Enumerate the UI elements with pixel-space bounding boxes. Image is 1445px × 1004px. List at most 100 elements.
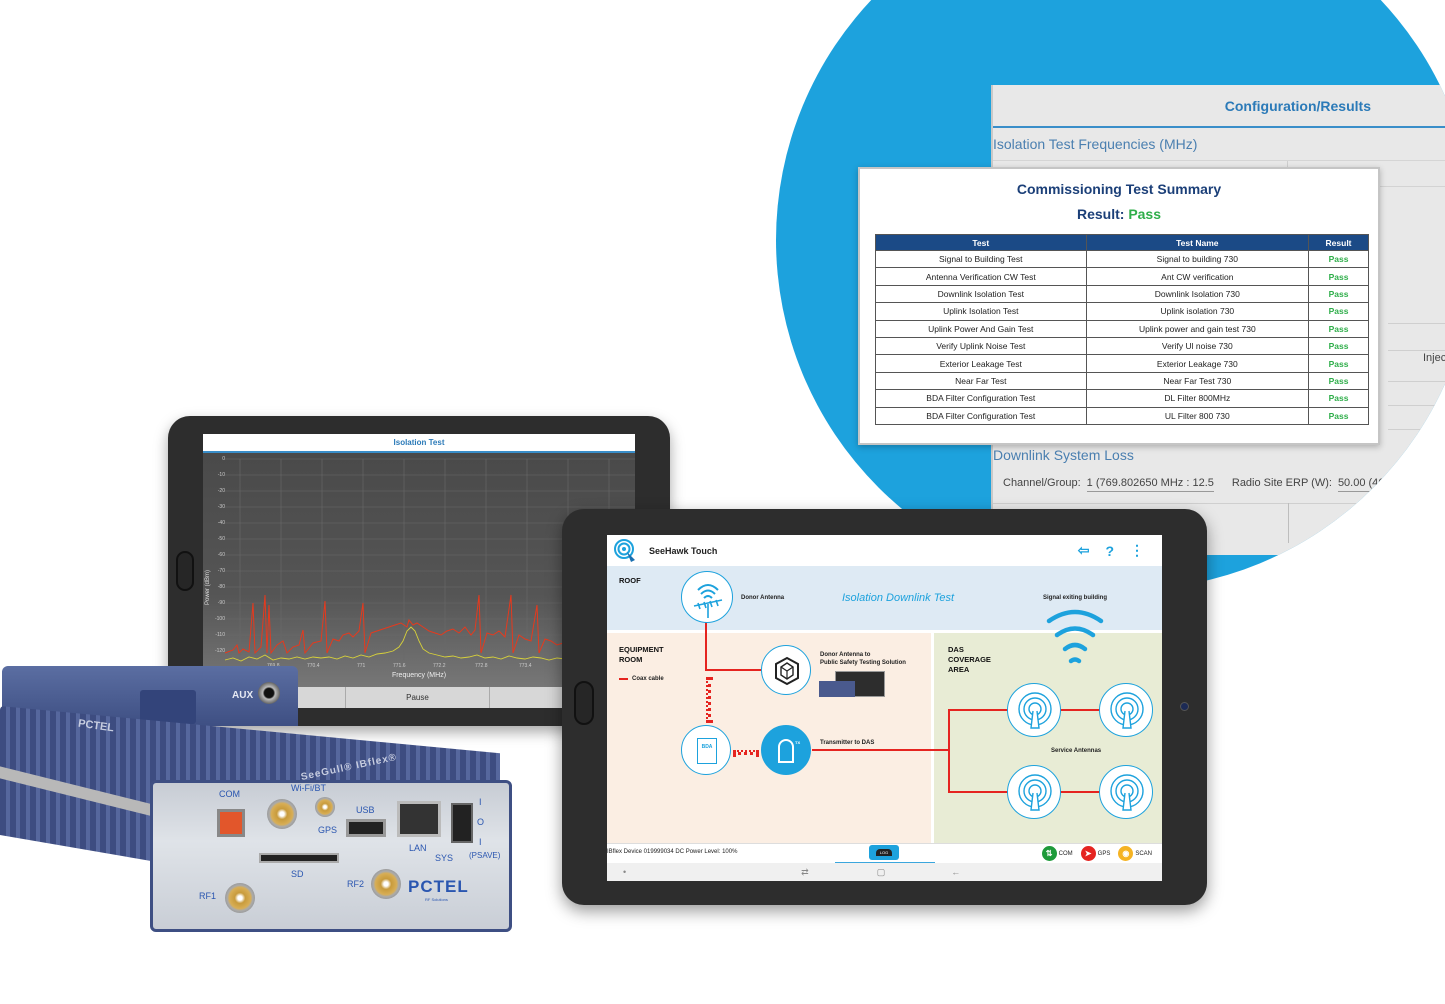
coax-line xyxy=(948,709,950,793)
log-button[interactable]: LOG xyxy=(869,845,899,860)
label-line: Public Safety Testing Solution xyxy=(820,660,906,666)
x-tick: 770.4 xyxy=(307,663,320,669)
service-antenna-icon[interactable] xyxy=(1099,765,1153,819)
zone-label-line: COVERAGE xyxy=(948,655,991,664)
pctel-tagline: RF Solutions xyxy=(425,897,448,902)
zone-label-line: AREA xyxy=(948,665,970,674)
tablet-home-button[interactable] xyxy=(176,551,194,591)
bda-label: BDA xyxy=(697,738,717,764)
frequencies-section-title: Isolation Test Frequencies (MHz) xyxy=(993,128,1445,161)
y-tick: -120 xyxy=(214,648,225,654)
tx-body xyxy=(778,739,794,763)
seehawk-logo-icon xyxy=(614,538,635,562)
nav-switch-icon[interactable]: ⇄ xyxy=(801,866,809,877)
result-cell: Pass xyxy=(1308,249,1369,269)
scan-eye-icon: ◉ xyxy=(1118,846,1134,861)
coax-line xyxy=(812,749,948,751)
service-antenna-icon[interactable] xyxy=(1099,683,1153,737)
coax-line xyxy=(948,791,1008,793)
gps-indicator[interactable]: ➤ GPS xyxy=(1080,846,1110,861)
divider xyxy=(1388,405,1445,406)
erp-field[interactable]: 50.00 (46.99 dBm xyxy=(1337,477,1426,492)
test-name-cell: Exterior Leakage 730 xyxy=(1085,354,1310,373)
tablet-home-button[interactable] xyxy=(574,681,594,725)
app-bar: SeeHawk Touch ⇦ ? ⋮ xyxy=(607,535,1162,566)
result-cell: Pass xyxy=(1308,319,1369,338)
com-arrows-icon: ⇅ xyxy=(1041,846,1057,861)
divider xyxy=(1388,323,1445,324)
test-name-cell: Verify Ul noise 730 xyxy=(1085,336,1310,356)
test-cell: BDA Filter Configuration Test xyxy=(875,406,1087,425)
test-cell: Antenna Verification CW Test xyxy=(875,267,1087,286)
status-indicators: ⇅ COM ➤ GPS ◉ SCAN xyxy=(1041,846,1152,861)
sd-slot-label: SD xyxy=(291,869,304,879)
result-cell: Pass xyxy=(1308,284,1369,304)
coax-line xyxy=(705,669,761,671)
y-tick: -70 xyxy=(217,568,225,574)
lan-port xyxy=(397,801,441,837)
bda-icon[interactable]: BDA xyxy=(681,725,731,775)
app-actions: ⇦ ? ⋮ xyxy=(1078,542,1144,559)
test-name-cell: DL Filter 800MHz xyxy=(1085,389,1310,408)
power-switch xyxy=(451,803,473,843)
service-antenna-icon[interactable] xyxy=(1007,683,1061,737)
config-title: Configuration/Results xyxy=(1224,97,1371,114)
column-header-test: Test xyxy=(875,234,1087,251)
test-name-cell: Signal to building 730 xyxy=(1085,249,1310,269)
result-cell: Pass xyxy=(1308,406,1369,425)
x-tick: 771.6 xyxy=(393,663,406,669)
log-icon: LOG xyxy=(875,849,893,856)
nav-recents-icon[interactable]: ▢ xyxy=(876,866,886,877)
test-name-cell: Ant CW verification xyxy=(1085,267,1310,286)
coax-legend: Coax cable xyxy=(619,675,664,683)
transmitter-icon[interactable]: TX xyxy=(761,725,811,775)
service-antenna-icon[interactable] xyxy=(1007,765,1061,819)
pctel-logo: PCTEL xyxy=(408,877,469,896)
config-title-bar: Configuration/Results xyxy=(993,85,1445,128)
log-tab[interactable]: LOG xyxy=(835,844,935,864)
nav-dot-icon[interactable]: • xyxy=(623,867,627,877)
device-front-panel: COM Wi-Fi/BT GPS USB LAN SYS I O I (PSAV… xyxy=(150,780,512,932)
overflow-menu-icon[interactable]: ⋮ xyxy=(1130,542,1144,558)
nav-back-icon[interactable]: ← xyxy=(951,867,961,877)
divider xyxy=(1388,350,1445,351)
divider xyxy=(1388,381,1445,382)
channel-field[interactable]: 1 (769.802650 MHz : 12.5 xyxy=(1086,477,1214,492)
y-tick: -40 xyxy=(217,520,225,526)
back-arrow-icon[interactable]: ⇦ xyxy=(1077,542,1090,558)
testing-solution-icon[interactable] xyxy=(761,645,811,695)
android-nav-bar: • ⇄ ▢ ← xyxy=(607,863,1162,881)
scan-indicator[interactable]: ◉ SCAN xyxy=(1118,846,1152,861)
y-tick: -30 xyxy=(217,504,225,510)
result-cell: Pass xyxy=(1308,354,1369,373)
pause-button[interactable]: Pause xyxy=(346,687,490,708)
help-icon[interactable]: ? xyxy=(1105,542,1114,559)
table-header-row: Test Test Name Result xyxy=(875,234,1369,251)
y-tick: -50 xyxy=(217,536,225,542)
chart-left-button[interactable] xyxy=(203,687,347,708)
gps-port-label: GPS xyxy=(318,825,338,835)
switch-on-label: I xyxy=(479,797,482,807)
downlink-fields: Channel/Group: 1 (769.802650 MHz : 12.5 … xyxy=(1003,477,1437,492)
donor-antenna-icon[interactable] xyxy=(681,571,733,623)
wifi-sma-port xyxy=(267,799,297,829)
gps-sma-port xyxy=(315,797,335,817)
rf1-port-label: RF1 xyxy=(199,891,217,901)
rf2-port-label: RF2 xyxy=(347,879,365,889)
y-tick: -20 xyxy=(217,488,225,494)
sd-card-slot xyxy=(259,853,339,863)
result-cell: Pass xyxy=(1308,336,1369,356)
tablet-seehawk-touch: SeeHawk Touch ⇦ ? ⋮ ROOF Donor Antenna S… xyxy=(562,509,1207,905)
com-indicator[interactable]: ⇅ COM xyxy=(1041,846,1073,861)
lan-port-label: LAN xyxy=(409,843,427,853)
zone-label-line: ROOM xyxy=(619,655,643,664)
aux-port-label: AUX xyxy=(232,690,254,701)
rf2-sma-port xyxy=(371,869,401,899)
result-cell: Pass xyxy=(1308,302,1369,321)
scan-label: SCAN xyxy=(1135,850,1152,857)
divider xyxy=(1288,503,1289,543)
test-cell: Signal to Building Test xyxy=(875,249,1087,269)
seehawk-app-screen: SeeHawk Touch ⇦ ? ⋮ ROOF Donor Antenna S… xyxy=(607,535,1162,881)
usb-port-label: USB xyxy=(356,805,375,815)
